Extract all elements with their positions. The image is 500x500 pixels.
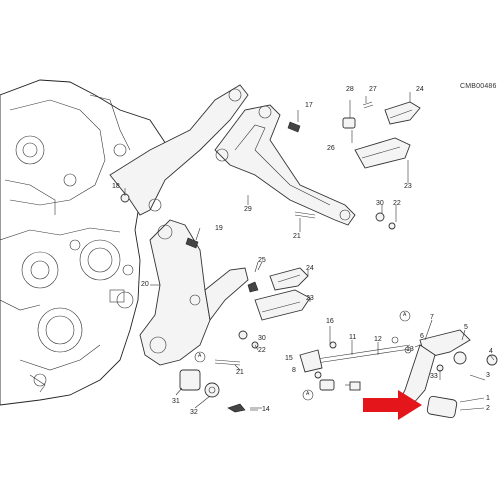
label-4: 4 xyxy=(489,348,493,355)
highlight-arrow xyxy=(363,390,422,420)
label-3: 3 xyxy=(486,372,490,379)
label-16: 16 xyxy=(326,318,334,325)
ref-a-bracket: A xyxy=(198,353,202,359)
leader-lines xyxy=(124,92,495,411)
label-33: 33 xyxy=(430,373,438,380)
label-31: 31 xyxy=(172,398,180,405)
label-21-upper: 21 xyxy=(293,233,301,240)
rider-bracket xyxy=(139,219,249,366)
label-27: 27 xyxy=(369,86,377,93)
label-26: 26 xyxy=(327,145,335,152)
passenger-peg xyxy=(342,101,421,169)
passenger-bracket xyxy=(214,104,356,226)
label-17: 17 xyxy=(305,102,313,109)
engine-block xyxy=(0,79,171,406)
label-7: 7 xyxy=(430,314,434,321)
label-24-passenger: 24 xyxy=(416,86,424,93)
label-23-rider: 23 xyxy=(306,295,314,302)
label-22-lower: 22 xyxy=(258,347,266,354)
label-2: 2 xyxy=(486,405,490,412)
label-19: 19 xyxy=(215,225,223,232)
label-11: 11 xyxy=(349,334,357,341)
label-15: 15 xyxy=(285,355,293,362)
label-21-lower: 21 xyxy=(236,369,244,376)
label-28: 28 xyxy=(346,86,354,93)
label-29: 29 xyxy=(244,206,252,213)
hardware xyxy=(120,121,444,413)
label-24-rider: 24 xyxy=(306,265,314,272)
label-20: 20 xyxy=(141,281,149,288)
label-30-upper: 30 xyxy=(376,200,384,207)
label-32: 32 xyxy=(190,409,198,416)
label-22-upper: 22 xyxy=(393,200,401,207)
label-30-lower: 30 xyxy=(258,335,266,342)
shift-lever xyxy=(299,329,498,419)
label-1: 1 xyxy=(486,395,490,402)
label-12: 12 xyxy=(374,336,382,343)
label-5: 5 xyxy=(464,324,468,331)
label-14: 14 xyxy=(262,406,270,413)
label-13: 13 xyxy=(406,346,414,353)
ref-a-lever: A xyxy=(403,312,407,318)
label-18: 18 xyxy=(112,183,120,190)
drawing-code: CMB00486 xyxy=(460,83,497,90)
label-25: 25 xyxy=(258,257,266,264)
reference-markers xyxy=(194,310,411,401)
ref-a-rod: A xyxy=(306,391,310,397)
label-8: 8 xyxy=(292,367,296,374)
label-23: 23 xyxy=(404,183,412,190)
upper-frame-bracket xyxy=(109,84,249,216)
label-6: 6 xyxy=(420,333,424,340)
rider-peg xyxy=(254,267,311,321)
